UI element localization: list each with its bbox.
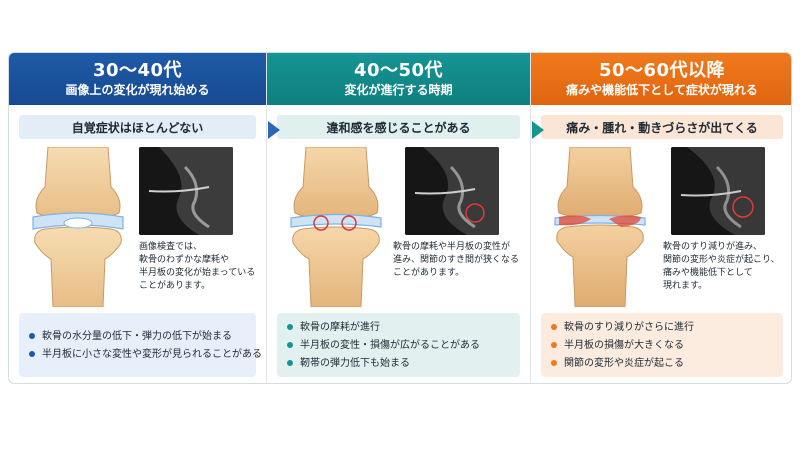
bullet-text: 関節の変形や炎症が起こる (564, 357, 684, 369)
stage-age: 50〜60代以降 (598, 60, 726, 81)
stage-header: 40〜50代 変化が進行する時期 (267, 53, 530, 105)
stage-age: 30〜40代 (92, 60, 183, 81)
symptom-label: 痛み・腫れ・動きづらさが出てくる (541, 115, 783, 139)
bullet-item: 半月板の変性・損傷が広がることがある (287, 339, 510, 352)
bullet-text: 軟骨のすり減りがさらに進行 (564, 321, 694, 333)
bullet-item: 軟骨の水分量の低下・弾力の低下が始まる (29, 330, 246, 343)
note-line: 画像検査では、 (139, 242, 203, 252)
note-line: 軟骨のすり減りが進み、 (663, 242, 763, 252)
mri-image (671, 147, 765, 235)
bullet-text: 半月板の損傷が大きくなる (564, 339, 684, 351)
bullet-dot-icon (29, 333, 35, 339)
knee-illustration (554, 147, 646, 307)
bullet-dot-icon (287, 324, 293, 330)
bullet-dot-icon (287, 360, 293, 366)
bullet-dot-icon (29, 351, 35, 357)
note-line: 軟骨のわずかな摩耗や (139, 255, 230, 265)
bullet-list: 軟骨の摩耗が進行 半月板の変性・損傷が広がることがある 靭帯の弾力低下も始まる (277, 313, 520, 377)
stage-note: 軟骨のすり減りが進み、 関節の変形や炎症が起こり、 痛みや機能低下として 現れま… (663, 241, 789, 293)
stage-30-40: 30〜40代 画像上の変化が現れ始める 自覚症状はほとんどない 画像検査では、 … (9, 53, 266, 383)
bullet-dot-icon (551, 360, 557, 366)
bullet-text: 半月板の変性・損傷が広がることがある (300, 339, 480, 351)
stage-50-60-plus: 50〜60代以降 痛みや機能低下として症状が現れる 痛み・腫れ・動きづらさが出て… (530, 53, 791, 383)
bullet-text: 靭帯の弾力低下も始まる (300, 357, 410, 369)
note-line: 軟骨の摩耗や半月板の変性が (393, 242, 511, 252)
bullet-text: 半月板に小さな変性や変形が見られることがある (42, 348, 262, 360)
note-line: ことがあります。 (393, 268, 465, 278)
bullet-item: 軟骨のすり減りがさらに進行 (551, 321, 773, 334)
note-line: 進み、関節のすき間が狭くなる (393, 255, 520, 265)
stage-header: 50〜60代以降 痛みや機能低下として症状が現れる (531, 53, 791, 105)
bullet-item: 半月板に小さな変性や変形が見られることがある (29, 348, 262, 361)
knee-illustration (32, 147, 124, 307)
stage-subtitle: 画像上の変化が現れ始める (65, 83, 210, 97)
stage-age: 40〜50代 (353, 60, 444, 81)
note-line: 現れます。 (663, 281, 708, 291)
note-line: 半月板の変化が始まっている (139, 268, 256, 278)
bullet-item: 関節の変形や炎症が起こる (551, 357, 773, 370)
symptom-label: 違和感を感じることがある (277, 115, 520, 139)
progress-arrow-icon (532, 121, 544, 139)
symptom-label: 自覚症状はほとんどない (19, 115, 256, 139)
stage-header: 30〜40代 画像上の変化が現れ始める (9, 53, 266, 105)
bullet-item: 軟骨の摩耗が進行 (287, 321, 510, 334)
note-line: 痛みや機能低下として (663, 268, 753, 278)
stage-note: 軟骨の摩耗や半月板の変性が 進み、関節のすき間が狭くなる ことがあります。 (393, 241, 525, 280)
note-line: 関節の変形や炎症が起こり、 (663, 255, 780, 265)
note-line: ことがあります。 (139, 281, 211, 291)
knee-illustration (290, 147, 382, 307)
bullet-text: 軟骨の水分量の低下・弾力の低下が始まる (42, 330, 232, 342)
bullet-dot-icon (551, 324, 557, 330)
bullet-list: 軟骨のすり減りがさらに進行 半月板の損傷が大きくなる 関節の変形や炎症が起こる (541, 313, 783, 377)
bullet-text: 軟骨の摩耗が進行 (300, 321, 380, 333)
progress-arrow-icon (268, 121, 280, 139)
bullet-list: 軟骨の水分量の低下・弾力の低下が始まる 半月板に小さな変性や変形が見られることが… (19, 313, 262, 377)
bullet-item: 半月板の損傷が大きくなる (551, 339, 773, 352)
mri-image (139, 147, 233, 235)
stage-subtitle: 痛みや機能低下として症状が現れる (566, 83, 758, 97)
bullet-dot-icon (551, 342, 557, 348)
bullet-item: 靭帯の弾力低下も始まる (287, 357, 510, 370)
stage-note: 画像検査では、 軟骨のわずかな摩耗や 半月板の変化が始まっている ことがあります… (139, 241, 259, 293)
mri-image (405, 147, 499, 235)
bullet-dot-icon (287, 342, 293, 348)
stage-subtitle: 変化が進行する時期 (344, 83, 453, 97)
knee-aging-diagram: 30〜40代 画像上の変化が現れ始める 自覚症状はほとんどない 画像検査では、 … (8, 52, 792, 384)
stage-40-50: 40〜50代 変化が進行する時期 違和感を感じることがある 軟骨の摩耗や半月板の… (266, 53, 530, 383)
